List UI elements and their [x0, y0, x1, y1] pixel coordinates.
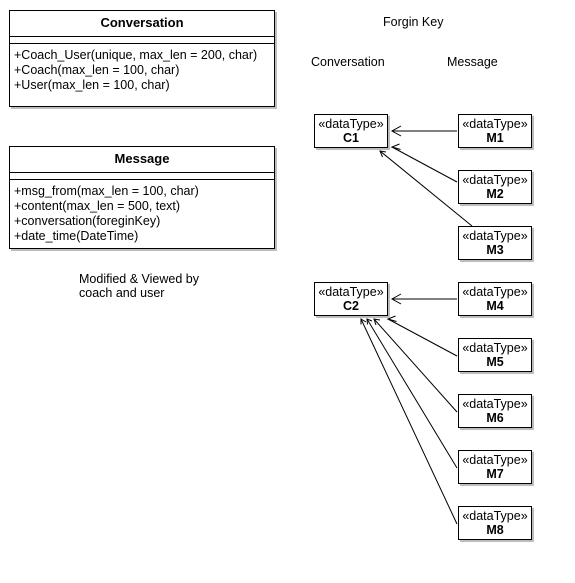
conversation-class-title: Conversation: [10, 11, 274, 37]
attribute-content: +content(max_len = 500, text): [14, 199, 181, 213]
link-m6-c2: [373, 318, 458, 413]
conversation-node-c2: «dataType» C2: [314, 282, 388, 316]
usage-note-line-2: coach and user: [79, 286, 165, 300]
message-node-m2: «dataType» M2: [458, 170, 532, 204]
link-m3-c1: [379, 150, 473, 227]
node-name: M2: [486, 187, 504, 201]
stereotype-label: «dataType»: [318, 285, 384, 299]
message-class-title: Message: [10, 147, 274, 173]
message-node-m5: «dataType» M5: [458, 338, 532, 372]
message-node-m7: «dataType» M7: [458, 450, 532, 484]
arrowhead: [390, 143, 401, 150]
link-m2-c1: [391, 146, 458, 183]
link-m5-c2: [387, 318, 458, 357]
stereotype-label: «dataType»: [462, 341, 528, 355]
attribute-coach-user: +Coach_User(unique, max_len = 200, char): [14, 48, 258, 62]
arrowhead: [379, 150, 387, 158]
diagram-title: Forgin Key: [383, 15, 444, 29]
attribute-user: +User(max_len = 100, char): [14, 78, 170, 92]
message-node-m4: «dataType» M4: [458, 282, 532, 316]
message-column-header: Message: [447, 55, 498, 69]
stereotype-label: «dataType»: [462, 117, 528, 131]
node-name: M8: [486, 523, 504, 537]
message-node-m8: «dataType» M8: [458, 506, 532, 540]
stereotype-label: «dataType»: [462, 397, 528, 411]
conversation-attributes: +Coach_User(unique, max_len = 200, char)…: [10, 44, 274, 97]
node-name: M5: [486, 355, 504, 369]
stereotype-label: «dataType»: [318, 117, 384, 131]
attribute-date-time: +date_time(DateTime): [14, 229, 139, 243]
arrowhead: [390, 293, 402, 305]
node-name: M3: [486, 243, 504, 257]
arrowhead: [373, 318, 381, 326]
conversation-node-c1: «dataType» C1: [314, 114, 388, 148]
attribute-coach: +Coach(max_len = 100, char): [14, 63, 180, 77]
stereotype-label: «dataType»: [462, 285, 528, 299]
arrowhead: [360, 318, 367, 325]
arrowhead: [386, 315, 397, 322]
node-name: M7: [486, 467, 504, 481]
stereotype-label: «dataType»: [462, 173, 528, 187]
attribute-conversation: +conversation(foreginKey): [14, 214, 161, 228]
message-node-m1: «dataType» M1: [458, 114, 532, 148]
usage-note-line-1: Modified & Viewed by: [79, 272, 199, 286]
conversation-column-header: Conversation: [311, 55, 385, 69]
node-name: C1: [343, 131, 359, 145]
node-name: M1: [486, 131, 504, 145]
node-name: M6: [486, 411, 504, 425]
node-name: C2: [343, 299, 359, 313]
stereotype-label: «dataType»: [462, 509, 528, 523]
message-attributes: +msg_from(max_len = 100, char) +content(…: [10, 180, 274, 248]
link-m8-c2: [360, 318, 458, 525]
arrowhead: [390, 125, 402, 137]
message-node-m3: «dataType» M3: [458, 226, 532, 260]
conversation-class: Conversation +Coach_User(unique, max_len…: [9, 10, 275, 107]
usage-note: Modified & Viewed by coach and user: [79, 272, 199, 300]
message-node-m6: «dataType» M6: [458, 394, 532, 428]
link-m7-c2: [366, 318, 458, 469]
arrowhead: [366, 318, 373, 325]
attribute-msg-from: +msg_from(max_len = 100, char): [14, 184, 199, 198]
message-class: Message +msg_from(max_len = 100, char) +…: [9, 146, 275, 249]
class-separator: [10, 37, 274, 44]
class-separator: [10, 173, 274, 180]
stereotype-label: «dataType»: [462, 453, 528, 467]
stereotype-label: «dataType»: [462, 229, 528, 243]
node-name: M4: [486, 299, 504, 313]
